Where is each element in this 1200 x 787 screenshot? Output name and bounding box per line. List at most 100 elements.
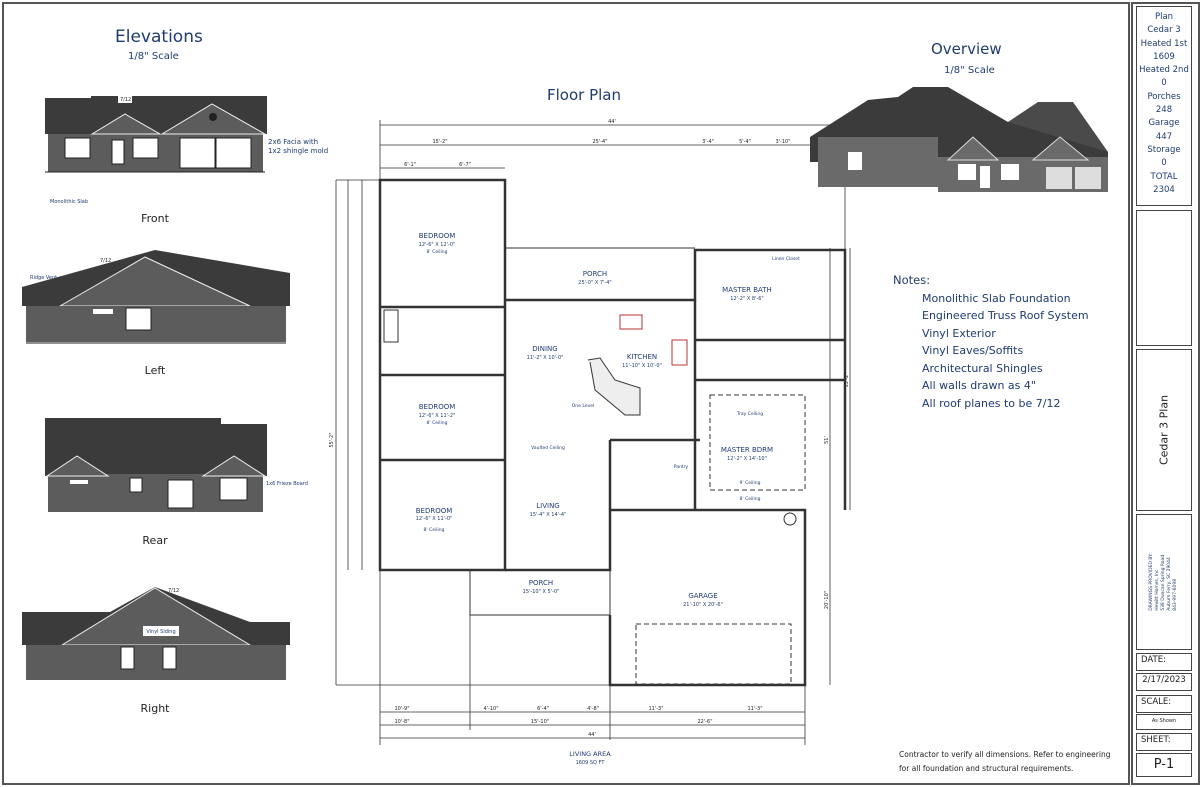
- right-label: Right: [141, 702, 171, 715]
- dim-label: 6'-4": [537, 706, 549, 712]
- dim-label: 11'-3": [648, 706, 663, 712]
- pantry-label: Pantry: [674, 464, 689, 470]
- plan-name: Cedar 3 Plan: [1157, 394, 1171, 466]
- dimension-lines: [335, 120, 851, 745]
- disclaimer-line-2: for all foundation and structural requir…: [899, 764, 1074, 773]
- room-size: 15'-10" X 5'-0": [523, 589, 560, 595]
- room-size: 15'-4" X 14'-4": [530, 512, 567, 518]
- provided-by: DRAWINGS PROVIDED BY: Hewitt Homes, Inc …: [1149, 553, 1179, 611]
- summary-line: Cedar 3: [1147, 25, 1181, 36]
- note-item: Monolithic Slab Foundation: [922, 291, 1071, 305]
- title-block: [1131, 2, 1200, 785]
- walls: [378, 178, 847, 687]
- summary-line: Porches: [1147, 91, 1181, 102]
- right-elevation: Vinyl Siding 7/12 Right: [22, 587, 290, 715]
- room-name: BEDROOM: [419, 232, 456, 240]
- dim-label: 10'-8": [394, 719, 409, 725]
- room-labels: BEDROOM 12'-6" X 12'-0" 8' Ceiling BEDRO…: [416, 232, 800, 766]
- room-name: MASTER BATH: [722, 286, 772, 294]
- summary-line: Heated 1st: [1140, 38, 1188, 49]
- note-item: Vinyl Exterior: [922, 326, 996, 340]
- rear-elevation: 1x6 Frieze Board Rear: [45, 418, 308, 547]
- note-item: Architectural Shingles: [922, 361, 1043, 375]
- summary-line: Heated 2nd: [1139, 65, 1189, 76]
- room-size: 12'-2" X 8'-6": [730, 296, 763, 302]
- floor-plan-title: Floor Plan: [547, 86, 621, 104]
- linen-closet-label: Linen Closet: [772, 256, 800, 262]
- elevation-drawings: 7/12 Monolithic Slab Front 7/12 Ridge Ve…: [22, 93, 308, 715]
- dim-label: 22'-6": [697, 719, 712, 725]
- date-label: DATE:: [1136, 653, 1192, 671]
- summary-line: 0: [1161, 158, 1167, 169]
- tray-ceiling-outline: [709, 394, 806, 491]
- range: [671, 339, 688, 366]
- elevations-scale: 1/8" Scale: [128, 51, 179, 62]
- dim-label: 4'-8": [587, 706, 599, 712]
- dim-label: 5'-4": [739, 139, 751, 145]
- dim-label: 10'-9": [394, 706, 409, 712]
- garage-door-line: [635, 623, 792, 685]
- fascia-note: 2x6 Facia with 1x2 shingle mold: [268, 138, 332, 156]
- note-item: All walls drawn as 4": [922, 379, 1036, 392]
- rear-label: Rear: [142, 534, 168, 547]
- sheet-border: [2, 2, 1130, 785]
- disclaimer-line-1: Contractor to verify all dimensions. Ref…: [899, 750, 1111, 759]
- left-label: Left: [145, 364, 166, 377]
- room-name: BEDROOM: [419, 403, 456, 411]
- tray-ceiling-height: 9' Ceiling: [740, 480, 761, 486]
- room-ceiling: 8' Ceiling: [424, 527, 445, 533]
- overview-rendering: [810, 87, 1108, 192]
- room-name: KITCHEN: [627, 353, 657, 361]
- kitchen-sink: [619, 314, 643, 330]
- provided-by-line: 843-997-6098: [1173, 578, 1178, 611]
- blank-box: [1136, 210, 1192, 346]
- room-size: 11'-2" X 10'-0": [527, 355, 564, 361]
- summary-line: 0: [1161, 78, 1167, 89]
- summary-line: Garage: [1148, 118, 1180, 129]
- summary-line: 248: [1155, 105, 1173, 116]
- room-ceiling: 8' Ceiling: [740, 496, 761, 502]
- room-size: 11'-10" X 10'-0": [622, 363, 662, 369]
- living-area-value: 1609 SQ FT: [576, 760, 606, 766]
- vaulted-ceiling-label: Vaulted Ceiling: [531, 445, 565, 451]
- dimension-labels: 44' 15'-2" 25'-4" 3'-4" 5'-4" 3'-10" 6'-…: [329, 119, 850, 738]
- dim-label: 25'-4": [592, 139, 607, 145]
- room-name: BEDROOM: [416, 507, 453, 515]
- dim-label: 20'-10": [824, 591, 830, 609]
- water-heater: [783, 512, 797, 526]
- date-value: 2/17/2023: [1136, 673, 1192, 691]
- siding-note: Vinyl Siding: [146, 629, 175, 635]
- scale-value: As Shown: [1136, 714, 1192, 730]
- room-name: PORCH: [583, 270, 607, 278]
- sheet-value: P-1: [1136, 753, 1192, 777]
- dim-label: 6'-1": [404, 162, 416, 168]
- dim-label: 51': [824, 436, 830, 444]
- room-size: 12'-6" X 11'-0": [416, 516, 453, 522]
- frieze-note: 1x6 Frieze Board: [266, 481, 308, 487]
- plan-name-box: Cedar 3 Plan: [1136, 349, 1192, 511]
- notes-section: Notes: Monolithic Slab Foundation Engine…: [893, 272, 1089, 412]
- left-pitch: 7/12: [100, 258, 111, 264]
- room-size: 12'-6" X 11'-2": [419, 413, 456, 419]
- note-item: Vinyl Eaves/Soffits: [922, 344, 1024, 357]
- dim-label: 15'-2": [844, 372, 850, 387]
- front-porch-outline: [469, 569, 611, 616]
- elevations-title: Elevations: [115, 27, 203, 47]
- note-item: All roof planes to be 7/12: [922, 396, 1061, 410]
- room-size: 12'-6" X 12'-0": [419, 242, 456, 248]
- room-name: LIVING: [536, 502, 559, 510]
- notes-title: Notes:: [893, 273, 931, 287]
- slab-note: Monolithic Slab: [50, 199, 88, 205]
- ridge-note: Ridge Vent: [30, 275, 57, 281]
- dim-label: 44': [608, 119, 616, 125]
- sheet-label: SHEET:: [1136, 733, 1192, 751]
- dim-label: 4'-10": [483, 706, 498, 712]
- left-elevation: 7/12 Ridge Vent Left: [22, 250, 290, 377]
- summary-line: 1609: [1153, 51, 1175, 62]
- summary-line: TOTAL: [1150, 171, 1178, 182]
- front-elevation: 7/12 Monolithic Slab Front: [45, 93, 267, 225]
- room-ceiling: 8' Ceiling: [427, 249, 448, 255]
- provided-by-box: DRAWINGS PROVIDED BY: Hewitt Homes, Inc …: [1136, 514, 1192, 650]
- bathtub: [383, 309, 399, 343]
- overview-title: Overview: [931, 40, 1002, 58]
